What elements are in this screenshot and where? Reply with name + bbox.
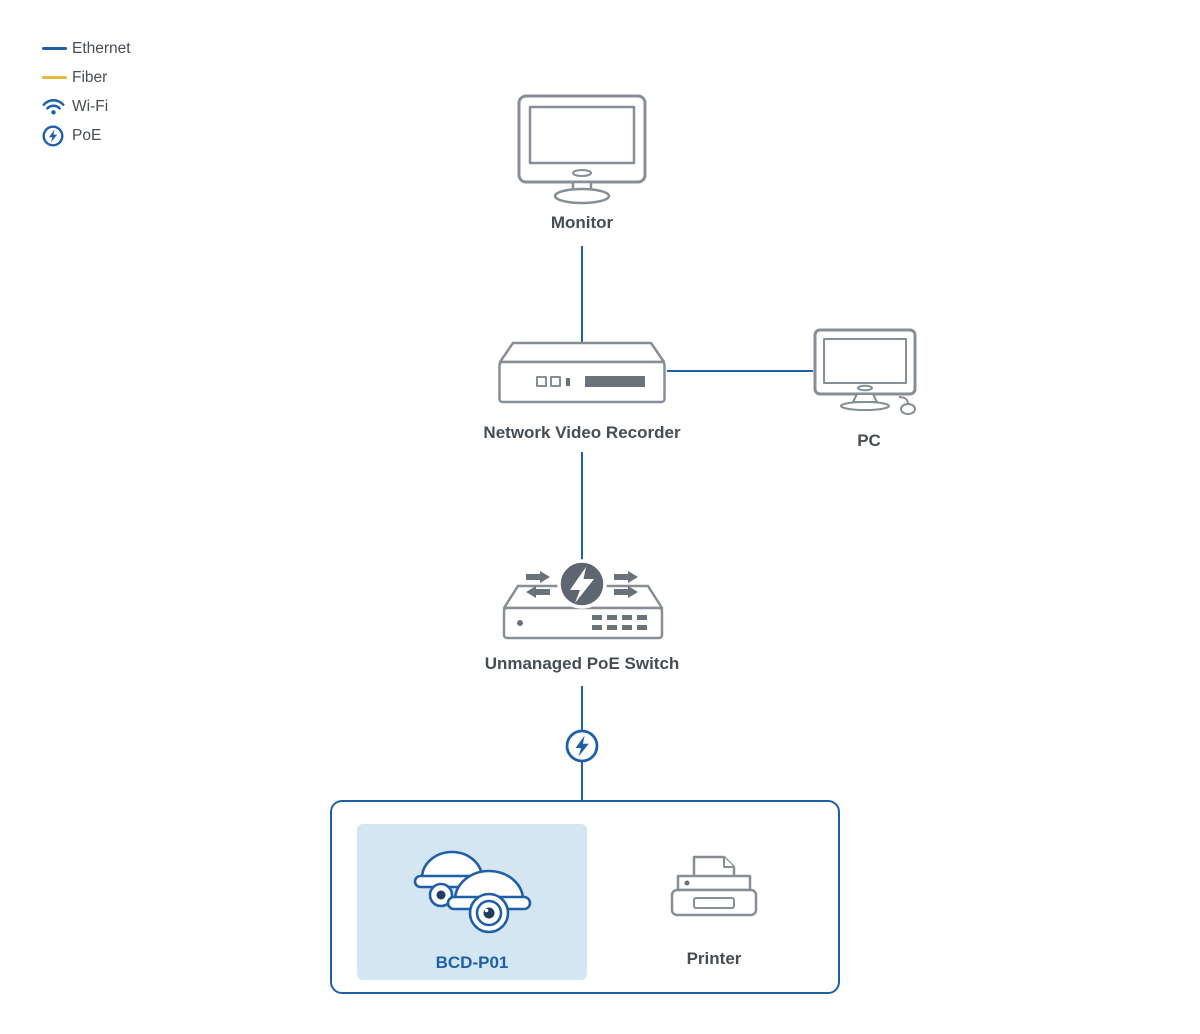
- printer-icon: [670, 855, 758, 917]
- poe-devices-group: BCD-P01 Printer: [330, 800, 840, 994]
- node-poe-switch: [490, 558, 674, 649]
- node-pc: PC: [813, 328, 925, 453]
- legend-item-wifi: Wi-Fi: [42, 92, 131, 121]
- node-label-monitor: Monitor: [550, 213, 614, 232]
- node-printer: Printer: [664, 852, 764, 971]
- legend-item-poe: PoE: [42, 121, 131, 150]
- nvr-icon: [498, 341, 666, 404]
- legend-label: Ethernet: [72, 39, 131, 57]
- legend-item-fiber: Fiber: [42, 63, 131, 92]
- monitor-icon: [517, 94, 647, 205]
- legend-item-ethernet: Ethernet: [42, 34, 131, 63]
- legend-label: Fiber: [72, 68, 108, 86]
- node-label-camera: BCD-P01: [435, 953, 509, 972]
- ethernet-link-nvr-pc: [667, 370, 813, 372]
- pc-icon: [813, 328, 917, 415]
- dome-cameras-icon: [413, 850, 532, 934]
- legend-label: Wi-Fi: [72, 97, 109, 115]
- camera-panel: BCD-P01: [357, 824, 587, 980]
- legend: Ethernet Fiber Wi-Fi PoE: [42, 34, 131, 150]
- poe-switch-icon: [502, 559, 664, 640]
- poe-bolt-icon: [42, 124, 72, 147]
- legend-label: PoE: [72, 126, 102, 144]
- ethernet-link-nvr-switch: [581, 452, 583, 562]
- poe-connection-icon: [564, 728, 600, 769]
- node-label-nvr: Network Video Recorder: [483, 423, 681, 442]
- ethernet-link-monitor-nvr: [581, 246, 583, 344]
- node-label-pc: PC: [857, 431, 881, 450]
- node-label-poe-switch: Unmanaged PoE Switch: [484, 654, 680, 673]
- ethernet-line-icon: [42, 47, 72, 50]
- wifi-icon: [42, 97, 72, 116]
- node-monitor: Monitor: [492, 94, 672, 235]
- fiber-line-icon: [42, 76, 72, 79]
- node-nvr: [497, 341, 667, 410]
- node-label-printer: Printer: [686, 949, 742, 968]
